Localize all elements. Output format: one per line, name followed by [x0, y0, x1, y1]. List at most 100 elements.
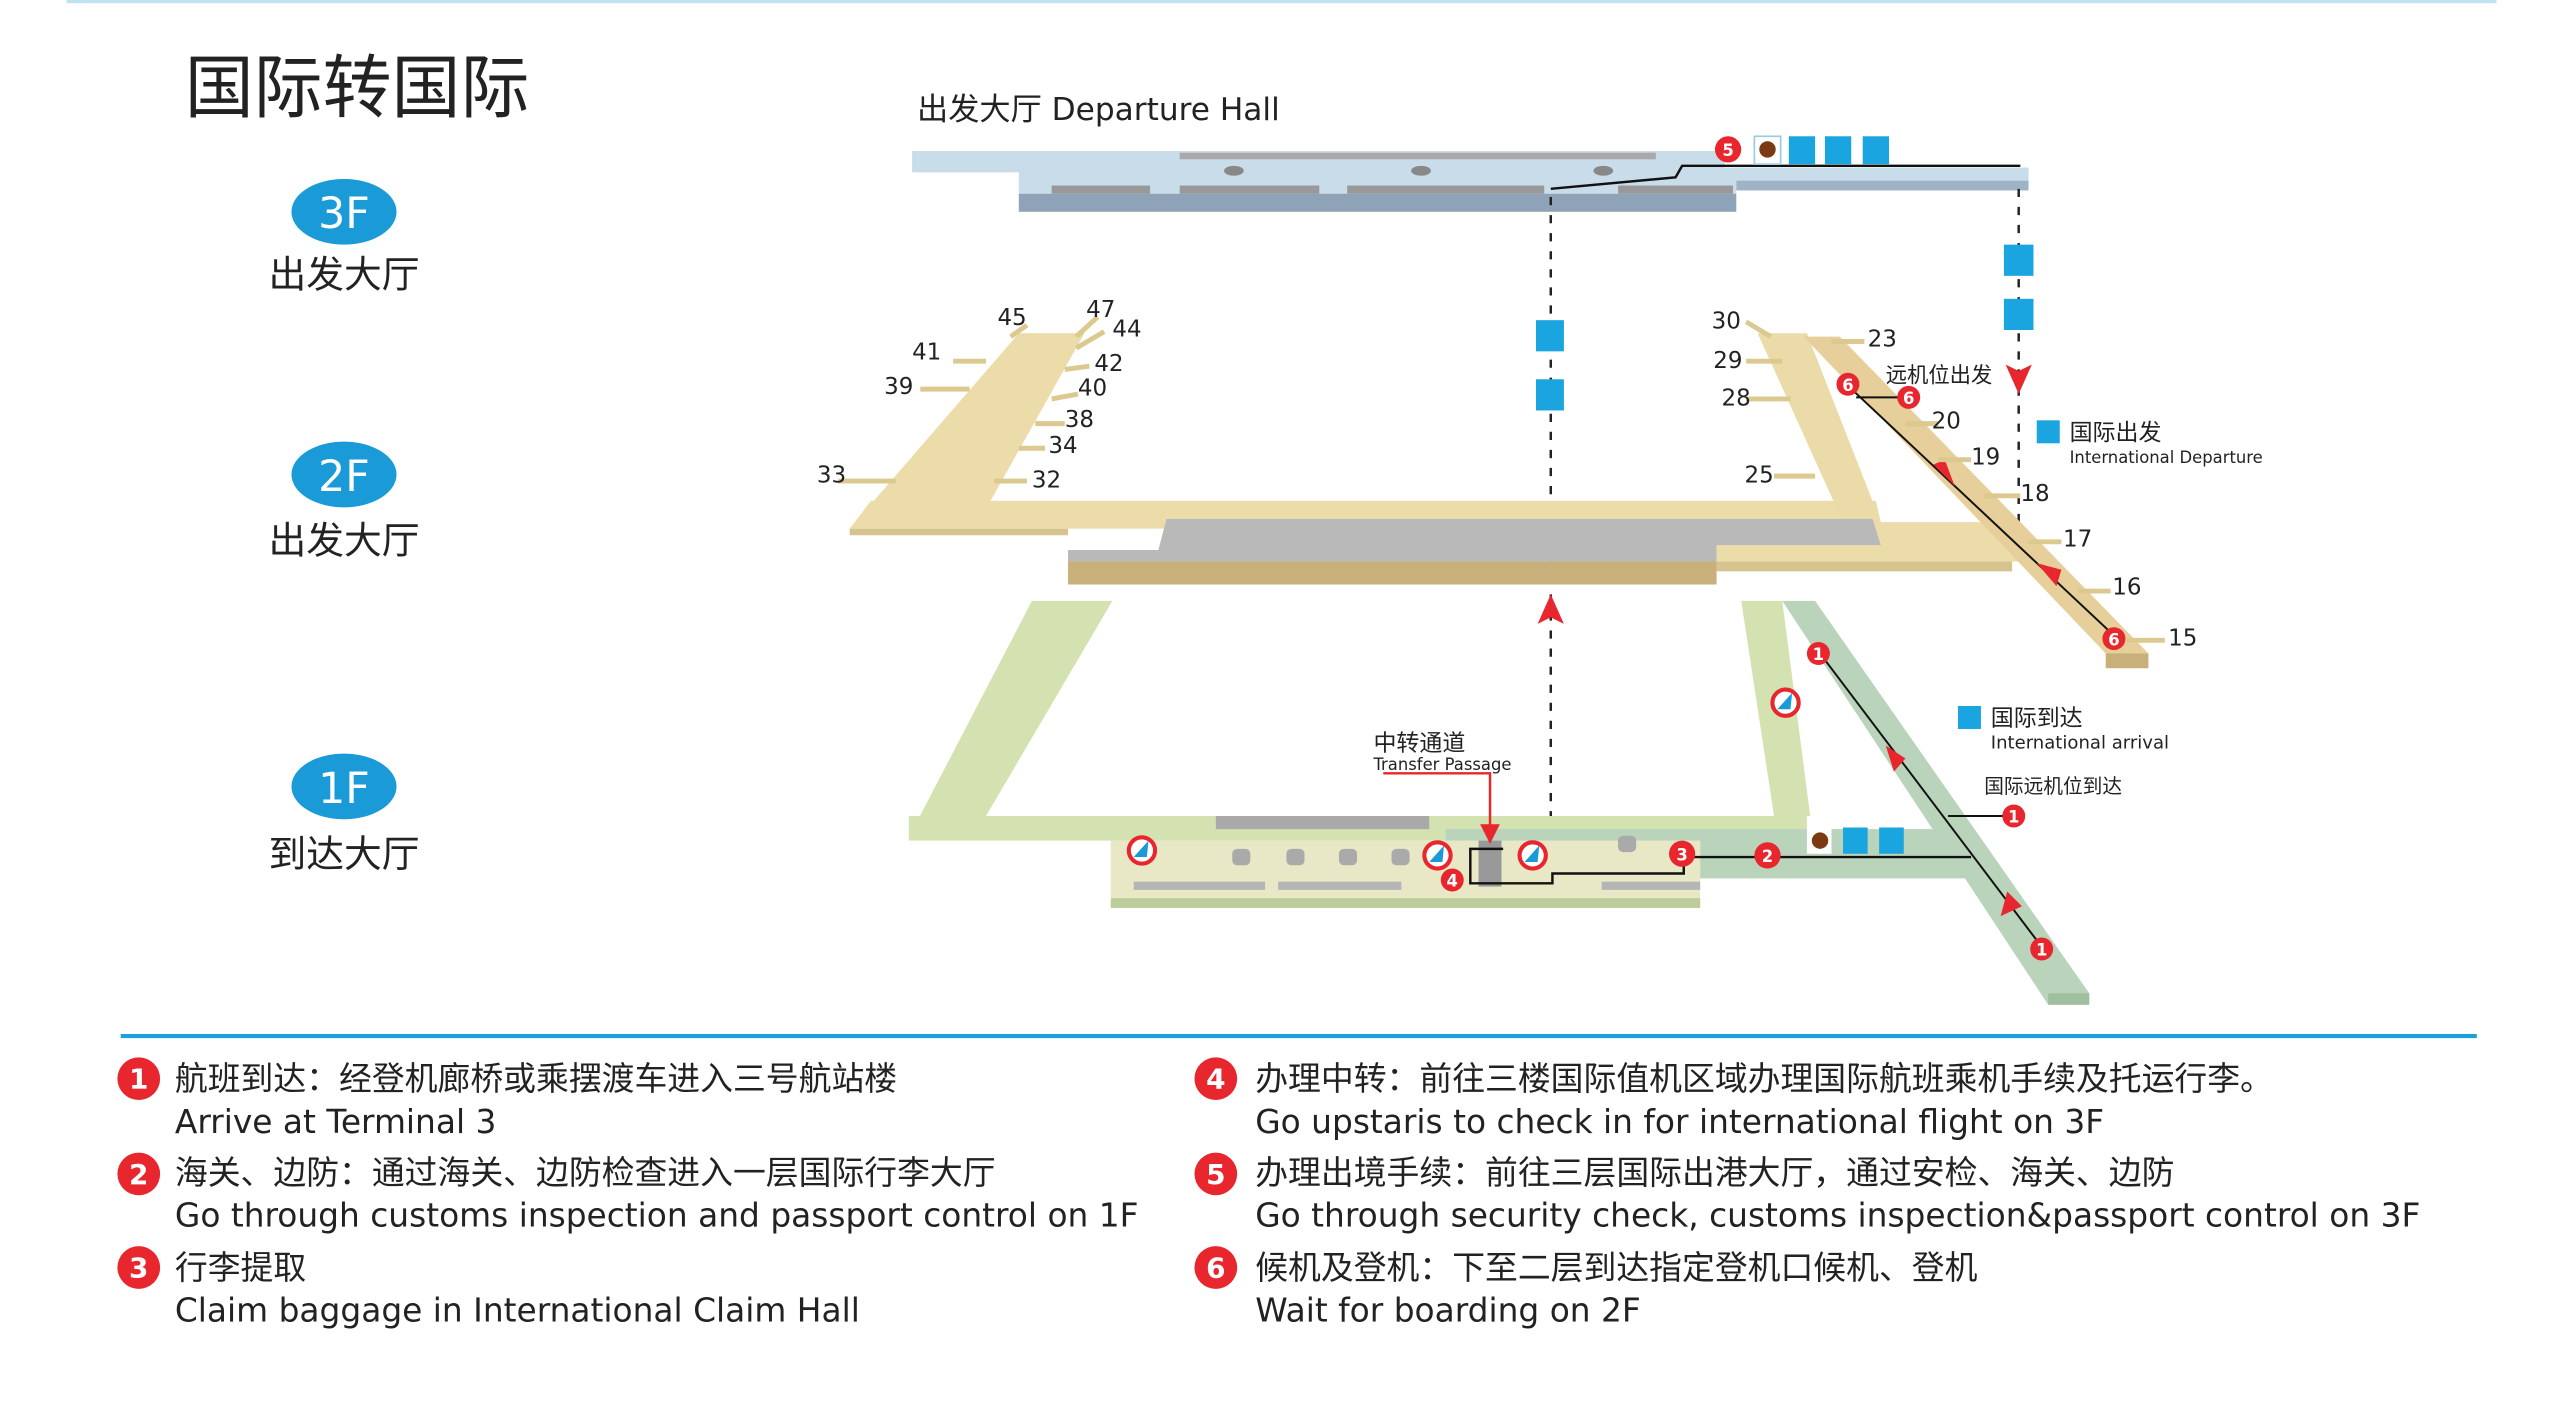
remote-departure-label: 远机位出发 [1886, 364, 1993, 389]
page-title: 国际转国际 [185, 49, 530, 129]
transfer-passage-label: 中转通道 [1373, 730, 1465, 756]
gate-icon [1862, 136, 1889, 165]
legend-en: Go through security check, customs inspe… [1255, 1196, 2420, 1234]
legend-item-1: 1 航班到达：经登机廊桥或乘摆渡车进入三号航站楼 Arrive at Termi… [117, 1057, 897, 1141]
marker-3: 3 [1668, 840, 1696, 867]
marker-1: 1 [2030, 937, 2054, 961]
floor-badge-3f: 3F 出发大厅 [268, 178, 419, 296]
legend-cn: 海关、边防：通过海关、边防检查进入一层国际行李大厅 [175, 1154, 996, 1192]
level-1f-slab [908, 600, 2090, 1005]
svg-text:2: 2 [1762, 847, 1773, 866]
passport-control-icon [1879, 827, 1904, 854]
gate-number: 42 [1094, 351, 1123, 377]
gate-number: 25 [1745, 463, 1774, 489]
legend-item-2: 2 海关、边防：通过海关、边防检查进入一层国际行李大厅 Go through c… [117, 1152, 1139, 1234]
svg-text:4: 4 [1206, 1063, 1225, 1096]
escalator-icon [2003, 244, 2034, 276]
legend-en: Arrive at Terminal 3 [175, 1103, 497, 1141]
escalator-icon [1535, 379, 1564, 411]
legend-item-6: 6 候机及登机：下至二层到达指定登机口候机、登机 Wait for boardi… [1194, 1246, 1978, 1330]
floor-badge-text: 3F [318, 189, 370, 239]
svg-text:1: 1 [2008, 808, 2019, 827]
gate-number: 45 [997, 305, 1026, 331]
gate-number: 38 [1065, 407, 1094, 433]
gate-numbers: 45 47 44 41 42 39 40 38 34 33 32 30 23 2… [817, 297, 2197, 651]
floor-badge-text: 2F [318, 452, 370, 502]
gate-number: 29 [1713, 348, 1742, 374]
intl-arrival-label: 国际到达 [1991, 706, 2083, 732]
gate-number: 44 [1112, 317, 1141, 343]
marker-4: 4 [1440, 868, 1464, 892]
svg-text:3: 3 [129, 1251, 148, 1284]
legend-en: Go through customs inspection and passpo… [175, 1196, 1139, 1234]
legend-cn: 办理出境手续：前往三层国际出港大厅，通过安检、海关、边防 [1255, 1154, 2174, 1192]
level-2f-slab [849, 333, 2149, 669]
svg-text:1: 1 [129, 1063, 148, 1096]
floor-badge-1f: 1F 到达大厅 [268, 753, 419, 876]
marker-2: 2 [1754, 842, 1781, 869]
gate-number: 15 [2168, 625, 2197, 651]
security-check-icon [1788, 136, 1816, 165]
elevator-icon [1535, 320, 1564, 352]
gate-number: 17 [2063, 527, 2092, 553]
intl-departure-label-en: International Departure [2070, 448, 2263, 467]
legend-en: Go upstaris to check in for internationa… [1255, 1103, 2104, 1141]
marker-1: 1 [2002, 804, 2026, 828]
svg-text:2: 2 [129, 1158, 148, 1191]
svg-text:6: 6 [1842, 376, 1853, 395]
airline-logo-icon [1770, 687, 1801, 718]
intl-arrival-label-en: International arrival [1991, 733, 2169, 754]
gate-stubs [838, 315, 2165, 643]
floor-label: 到达大厅 [268, 832, 419, 876]
gate-number: 41 [912, 340, 941, 366]
gate-number: 23 [1868, 326, 1897, 352]
hall-title: 出发大厅 Departure Hall [917, 92, 1280, 128]
down-arrow [2005, 364, 2032, 395]
gate-number: 28 [1722, 386, 1751, 412]
transfer-pointer [1383, 772, 1492, 841]
gate-number: 16 [2112, 574, 2141, 600]
floor-badge-2f: 2F 出发大厅 [268, 441, 419, 562]
floor-label: 出发大厅 [268, 518, 419, 562]
svg-text:3: 3 [1676, 845, 1687, 864]
arrival-plane-icon [1957, 706, 1981, 729]
remote-arrival-label: 国际远机位到达 [1984, 775, 2122, 798]
svg-text:1: 1 [1813, 645, 1824, 664]
legend-cn: 航班到达：经登机廊桥或乘摆渡车进入三号航站楼 [175, 1060, 897, 1098]
legend-item-3: 3 行李提取 Claim baggage in International Cl… [117, 1246, 860, 1330]
up-arrow [1537, 594, 1564, 624]
svg-text:5: 5 [1722, 141, 1733, 160]
quarantine-icon [1843, 827, 1868, 854]
marker-1: 1 [1806, 641, 1830, 665]
intl-departure-label: 国际出发 [2070, 420, 2162, 446]
gate-number: 34 [1048, 433, 1077, 459]
floor-label: 出发大厅 [268, 252, 419, 296]
svg-text:6: 6 [2108, 630, 2119, 649]
transfer-passage-label-en: Transfer Passage [1372, 755, 1511, 774]
legend-cn: 办理中转：前往三楼国际值机区域办理国际航班乘机手续及托运行李。 [1255, 1060, 2273, 1098]
gate-number: 40 [1078, 376, 1107, 402]
floor-badge-text: 1F [318, 764, 370, 814]
marker-6: 6 [1836, 372, 1860, 396]
departure-plane-icon [2036, 420, 2060, 444]
svg-text:1: 1 [2036, 941, 2047, 960]
gate-number: 18 [2020, 481, 2049, 507]
level-3f-slab [912, 151, 2029, 212]
legend-cn: 行李提取 [175, 1249, 306, 1287]
legend-cn: 候机及登机：下至二层到达指定登机口候机、登机 [1255, 1249, 1977, 1287]
gate-number: 32 [1032, 468, 1061, 494]
marker-5: 5 [1714, 136, 1742, 163]
passport-control-icon [1824, 136, 1852, 165]
gate-number: 33 [817, 463, 846, 489]
gate-number: 20 [1932, 409, 1961, 435]
svg-text:6: 6 [1903, 389, 1914, 408]
gate-number: 47 [1086, 297, 1115, 323]
legend-en: Wait for boarding on 2F [1255, 1292, 1641, 1330]
airline-logo-icon [1422, 840, 1453, 871]
svg-text:4: 4 [1447, 872, 1458, 891]
marker-6: 6 [2102, 627, 2126, 651]
airline-logo-icon [1517, 840, 1548, 871]
legend-item-5: 5 办理出境手续：前往三层国际出港大厅，通过安检、海关、边防 Go throug… [1194, 1152, 2420, 1234]
legend-item-4: 4 办理中转：前往三楼国际值机区域办理国际航班乘机手续及托运行李。 Go ups… [1194, 1057, 2273, 1141]
